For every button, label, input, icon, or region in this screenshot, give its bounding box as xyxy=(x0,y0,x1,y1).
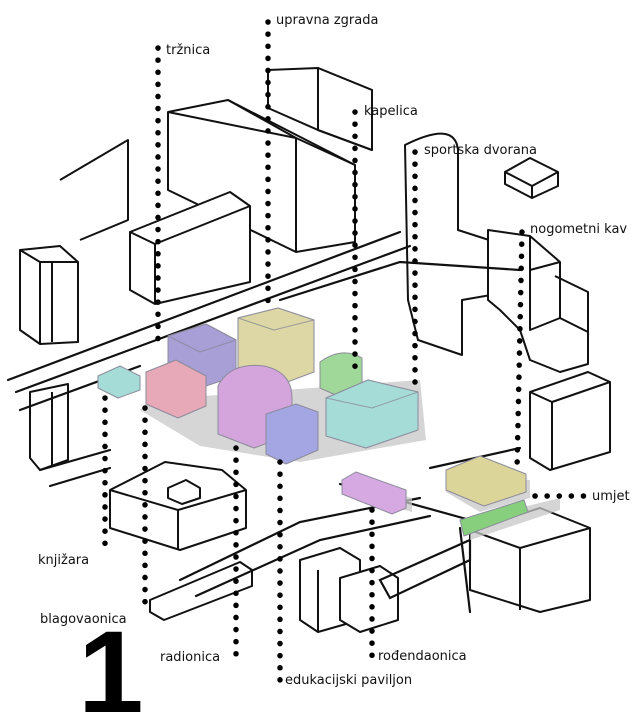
teal-large-block xyxy=(325,379,419,449)
label-radionica: radionica xyxy=(160,650,221,665)
background-buildings xyxy=(19,67,611,633)
label-blagovaonica: blagovaonica xyxy=(40,612,127,627)
figure-number: 1 xyxy=(78,607,144,712)
khaki-flat-block xyxy=(445,455,527,507)
leader-lines xyxy=(102,19,588,683)
blue-block xyxy=(265,403,319,465)
label-sportska-dvorana: sportska dvorana xyxy=(424,143,538,158)
label-edukacijski-paviljon: edukacijski paviljon xyxy=(285,673,413,688)
label-upravna-zgrada: upravna zgrada xyxy=(276,13,379,28)
label-trznica: tržnica xyxy=(166,43,211,58)
purple-flat-slab xyxy=(341,471,407,515)
pink-block xyxy=(145,359,207,419)
label-nogometni: nogometni kav xyxy=(530,222,628,237)
colored-volumes xyxy=(97,307,529,537)
green-flat-slab xyxy=(459,499,529,537)
teal-small-block xyxy=(97,365,141,399)
label-umjet: umjet xyxy=(592,489,630,504)
label-rodendaonica: rođendaonica xyxy=(378,649,467,664)
label-knjizara: knjižara xyxy=(38,553,90,568)
label-kapelica: kapelica xyxy=(364,104,418,119)
